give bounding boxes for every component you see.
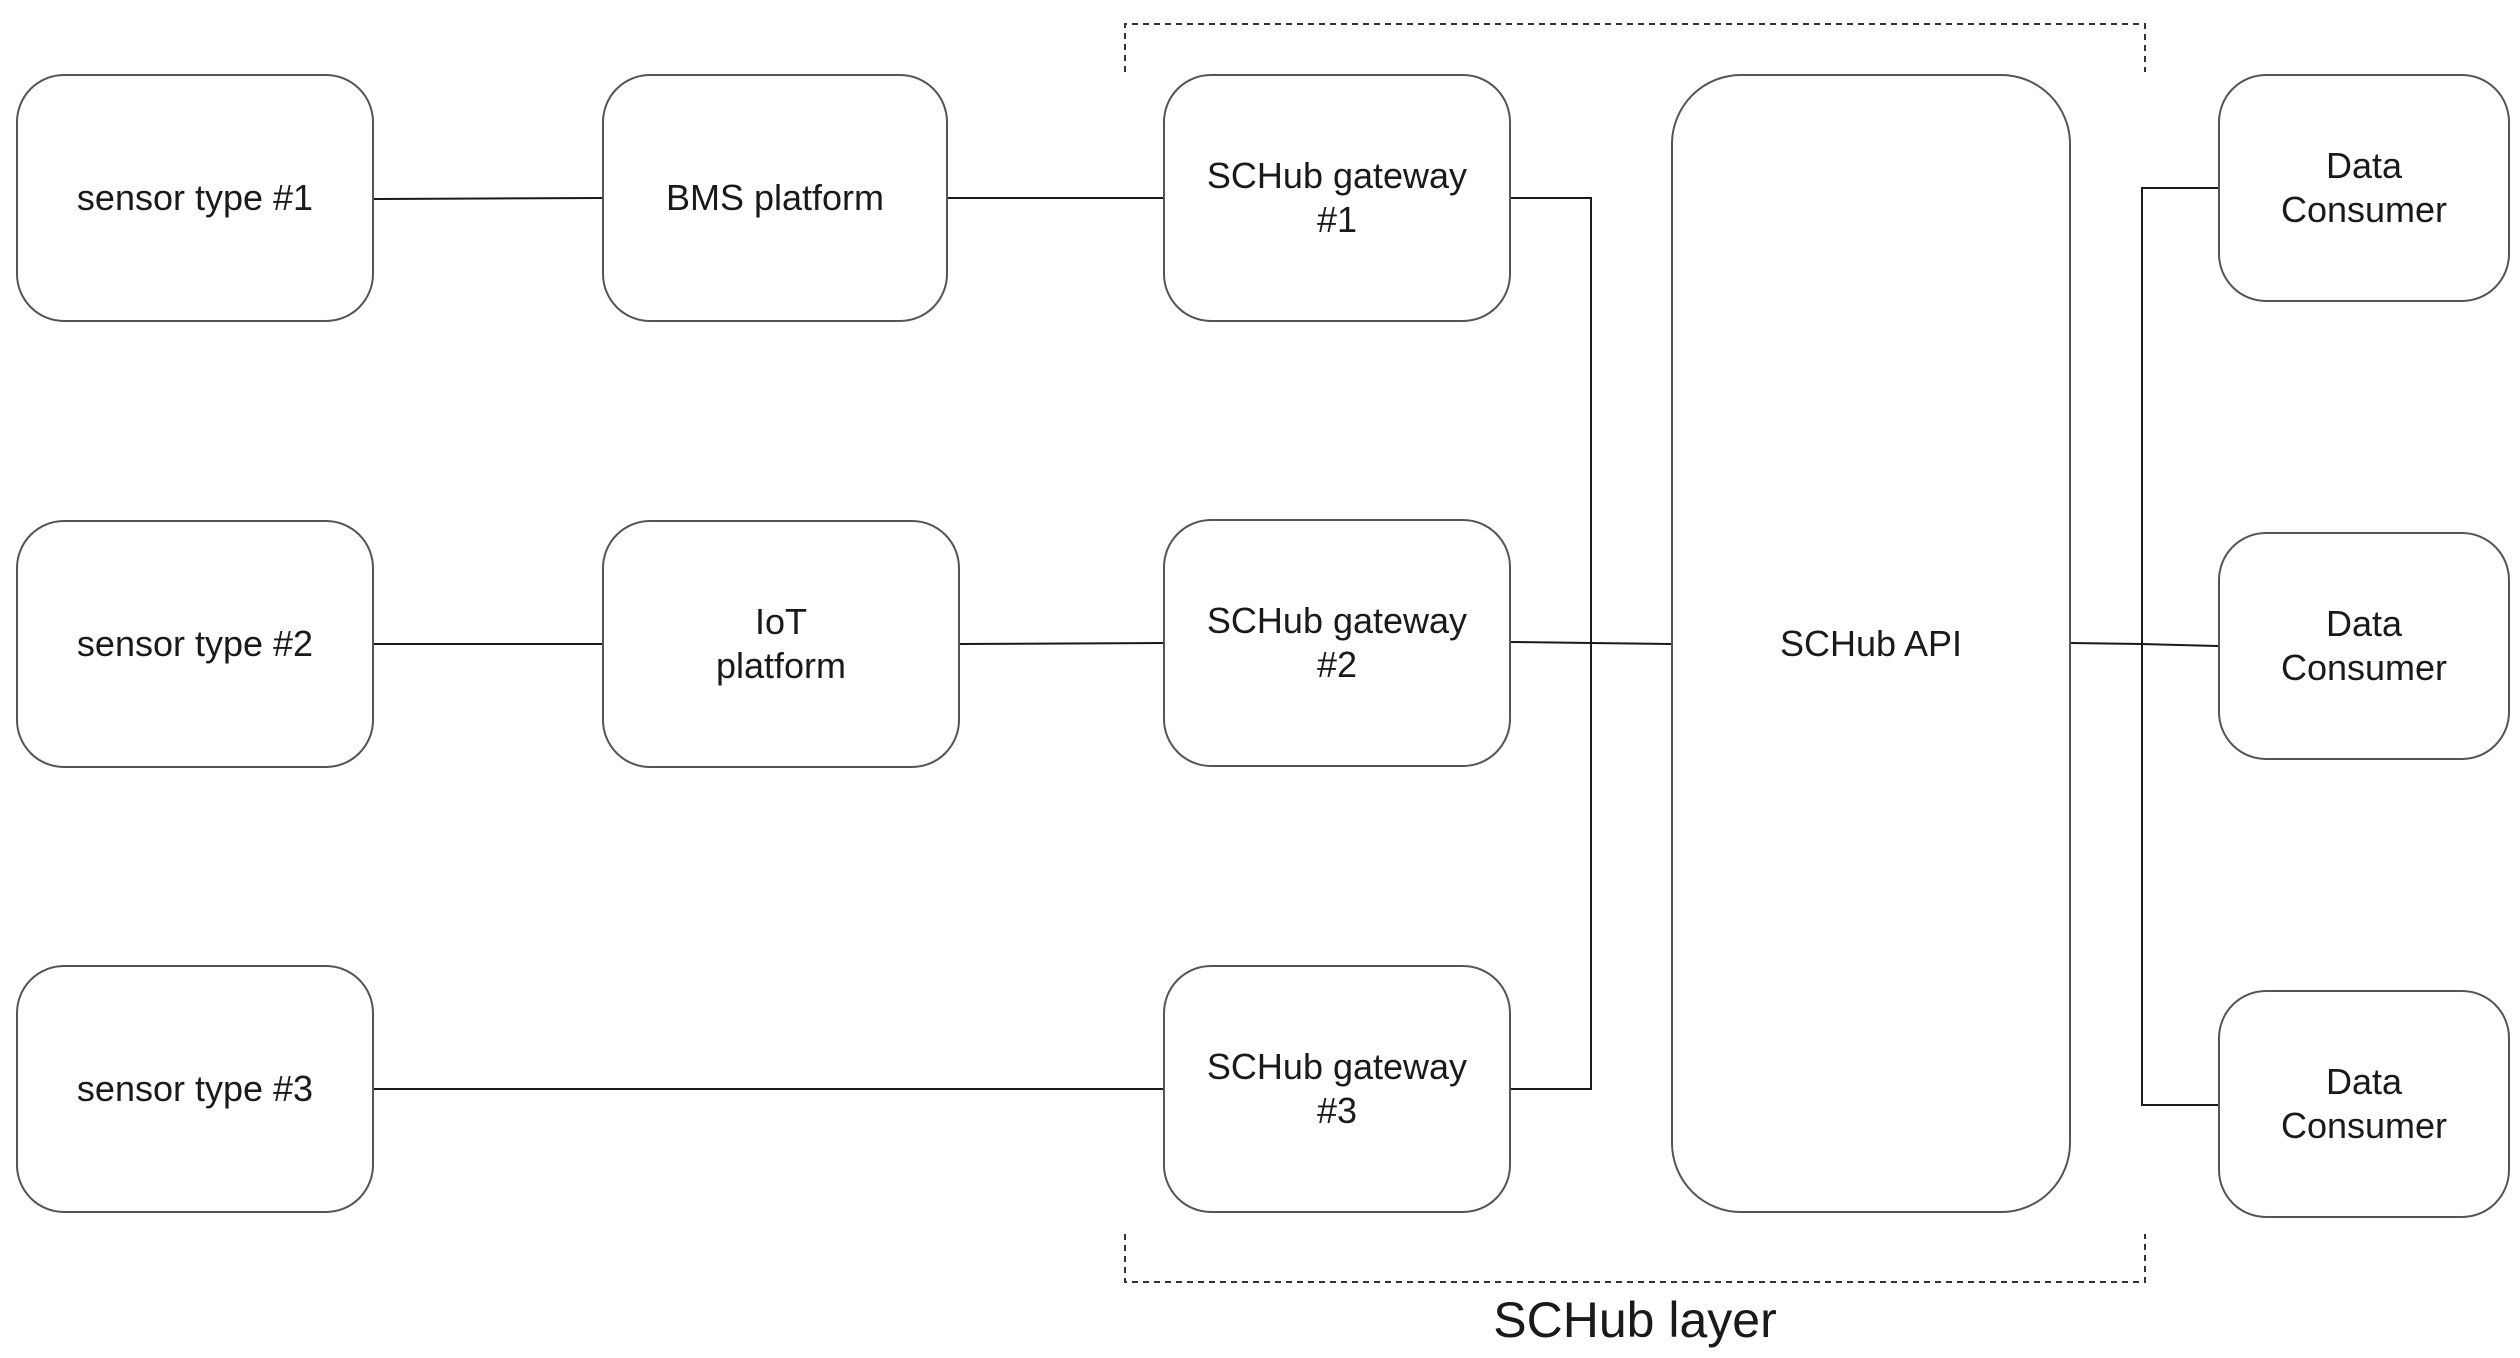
edge-iot-gateway2	[959, 642, 1164, 645]
schub-gateway-2-label: SCHub gateway #2	[1206, 600, 1468, 685]
iot-platform-label: IoT platform	[715, 601, 847, 686]
edge-api-consumer2	[2070, 642, 2219, 647]
sensor-type-2-label: sensor type #2	[76, 623, 314, 664]
edge-sensor1-bms	[373, 197, 603, 200]
data-consumer-3-label: Data Consumer	[2280, 1061, 2448, 1146]
schub-api-node: SCHub API	[1671, 74, 2071, 1213]
data-consumer-2-node: Data Consumer	[2218, 532, 2510, 760]
schub-gateway-2-node: SCHub gateway #2	[1163, 519, 1511, 767]
sensor-type-2-node: sensor type #2	[16, 520, 374, 768]
edge-api-consumer1	[2141, 187, 2218, 644]
group-bracket-top	[1124, 23, 2146, 72]
bms-platform-label: BMS platform	[665, 177, 885, 218]
data-consumer-3-node: Data Consumer	[2218, 990, 2510, 1218]
schub-layer-caption: SCHub layer	[1493, 1292, 1777, 1348]
edge-gateway1-api	[1511, 197, 1592, 643]
data-consumer-1-node: Data Consumer	[2218, 74, 2510, 302]
edge-gateway2-api	[1510, 641, 1672, 645]
iot-platform-node: IoT platform	[602, 520, 960, 768]
data-consumer-2-label: Data Consumer	[2280, 603, 2448, 688]
schub-gateway-3-node: SCHub gateway #3	[1163, 965, 1511, 1213]
edge-gateway3-api	[1511, 643, 1592, 1090]
edge-api-consumer3	[2141, 644, 2218, 1106]
schub-api-label: SCHub API	[1779, 622, 1963, 664]
sensor-type-1-label: sensor type #1	[76, 177, 314, 218]
schub-gateway-1-label: SCHub gateway #1	[1206, 155, 1468, 240]
sensor-type-3-label: sensor type #3	[76, 1068, 314, 1109]
sensor-type-1-node: sensor type #1	[16, 74, 374, 322]
bms-platform-node: BMS platform	[602, 74, 948, 322]
schub-gateway-3-label: SCHub gateway #3	[1206, 1046, 1468, 1131]
schub-gateway-1-node: SCHub gateway #1	[1163, 74, 1511, 322]
group-bracket-bottom	[1124, 1234, 2146, 1283]
data-consumer-1-label: Data Consumer	[2280, 145, 2448, 230]
sensor-type-3-node: sensor type #3	[16, 965, 374, 1213]
